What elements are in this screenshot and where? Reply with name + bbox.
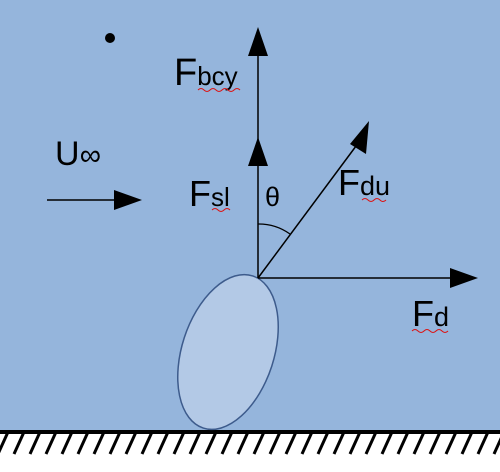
angle-arc [257, 223, 291, 235]
shear-lift-label: Fsl [189, 173, 230, 214]
drag-arrowhead [450, 268, 478, 288]
unsteady-drag-arrowhead [350, 121, 369, 154]
unsteady-drag-arrow-shaft [257, 137, 363, 279]
buoyancy-label: Fbcy [174, 52, 238, 94]
unsteady-drag-label: Fdu [338, 162, 390, 203]
buoyancy-arrowhead [248, 27, 268, 56]
shear-lift-spellcheck [211, 208, 231, 212]
buoyancy-spellcheck [197, 88, 241, 92]
droplet-ellipse [176, 273, 280, 431]
particle-dot [105, 33, 115, 43]
unsteady-drag-spellcheck [361, 198, 387, 202]
angle-label: θ [265, 182, 280, 212]
freestream-arrowhead [114, 190, 142, 210]
wall-hatching [0, 434, 500, 456]
drag-label: Fd [412, 293, 449, 334]
drag-spellcheck [411, 329, 449, 333]
shear-lift-arrowhead [248, 137, 268, 166]
freestream-label: U∞ [55, 135, 101, 173]
